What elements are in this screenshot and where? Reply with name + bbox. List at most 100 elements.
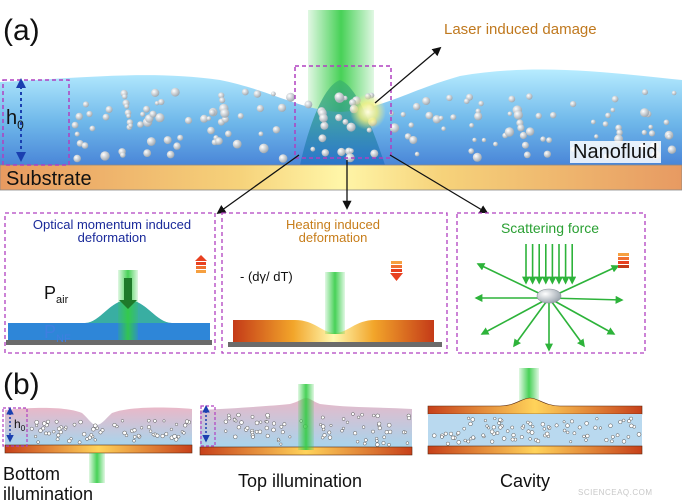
focus-dashed-box [294, 65, 392, 159]
nanoparticle [318, 134, 327, 143]
laser-pointer [374, 46, 442, 104]
h0-label-b: h0 [14, 417, 26, 433]
nanoparticle [387, 442, 391, 447]
nanoparticle [526, 93, 533, 100]
nanoparticle [319, 113, 328, 123]
nanoparticle [86, 110, 93, 118]
nanoparticle [489, 429, 495, 434]
nanoparticle [622, 418, 626, 423]
nanoparticle [616, 129, 623, 136]
nanoparticle [74, 131, 80, 137]
scattering-heat-indicator [618, 253, 629, 268]
nanoparticle [540, 422, 545, 427]
nanoparticle [375, 413, 380, 418]
nanoparticle [535, 112, 542, 119]
nanoparticle [615, 433, 620, 438]
nanoparticle [128, 123, 133, 128]
nanoparticle [264, 425, 269, 431]
nanoparticle [254, 429, 259, 434]
nanoparticle [528, 437, 532, 441]
nanoparticle [346, 122, 356, 132]
nanoparticle [337, 147, 346, 157]
heating-fluid [233, 320, 434, 342]
nanoparticle [462, 426, 466, 431]
heating-beam [325, 272, 345, 334]
damage-glow [350, 94, 386, 130]
nanoparticle [425, 111, 434, 120]
nanoparticle [493, 141, 498, 147]
nanoparticle [279, 442, 283, 446]
optical-heat-indicator [195, 255, 207, 273]
nanoparticle [219, 97, 226, 104]
nanoparticle [467, 416, 471, 420]
nanoparticle [98, 430, 103, 435]
nanoparticle [536, 439, 541, 444]
nanoparticle [93, 423, 98, 428]
panel-b [2, 368, 643, 483]
nanoparticle [100, 151, 110, 161]
nanoparticle [223, 419, 228, 424]
nanoparticle [257, 429, 263, 434]
nanoparticle [621, 439, 627, 444]
nanoparticle [409, 136, 418, 144]
nanoparticle [259, 143, 269, 154]
nanofluid-label: Nanofluid [570, 141, 661, 163]
nanoparticle [146, 425, 152, 430]
nanoparticle [233, 434, 238, 439]
nanoparticle [375, 439, 379, 443]
nanoparticle [38, 428, 43, 433]
nanoparticle [56, 433, 61, 438]
nanoparticle [593, 425, 598, 430]
nanoparticle [82, 101, 89, 108]
nanoparticle [89, 125, 96, 132]
scattered-ray [548, 265, 620, 299]
nanoparticle [345, 420, 350, 424]
h0-label: h0 [6, 107, 24, 132]
nanoparticle [72, 422, 77, 427]
nanoparticle [153, 419, 157, 423]
nanoparticle [546, 434, 550, 438]
nanoparticle [154, 101, 160, 106]
nanoparticle [271, 91, 276, 97]
nanoparticle [371, 429, 375, 434]
nanoparticle [610, 107, 616, 113]
nanoparticle [342, 119, 349, 125]
nanoparticle [377, 421, 382, 426]
nanoparticle [279, 424, 284, 429]
nanoparticle [370, 149, 379, 158]
scattering-outgoing-rays [474, 263, 624, 352]
nanoparticle [227, 416, 232, 421]
nanoparticle [91, 427, 96, 432]
nanoparticle [310, 146, 316, 152]
nanoparticle [615, 124, 622, 132]
nanoparticle [250, 415, 255, 419]
nanoparticle [469, 123, 474, 128]
nanoparticle [546, 137, 552, 144]
nanoparticle [321, 427, 326, 432]
nanoparticle [440, 435, 444, 439]
panel-b-tag: (b) [3, 368, 40, 401]
surface-tension-formula: - (dγ/ dT) [240, 269, 293, 284]
nanoparticle [122, 430, 127, 436]
nanoparticle [327, 430, 332, 435]
nanoparticle [389, 123, 400, 133]
nanoparticle [342, 426, 345, 430]
nanoparticle [381, 441, 386, 446]
nanoparticle [487, 426, 491, 430]
nanoparticle [57, 426, 62, 431]
nanoparticle [565, 423, 570, 428]
nanoparticle [288, 435, 292, 439]
nanoparticle [445, 441, 450, 446]
nanoparticle [200, 114, 209, 123]
nanoparticle [234, 419, 238, 423]
nanoparticle [507, 111, 513, 117]
nanoparticle [508, 95, 516, 103]
nanoparticle [471, 435, 476, 440]
nanoparticle [412, 102, 421, 111]
nanoparticle [341, 417, 346, 421]
nanoparticle [357, 415, 361, 419]
nanoparticle [146, 137, 156, 146]
nanoparticle [513, 110, 523, 120]
nanoparticle [47, 431, 51, 436]
nanoparticle [143, 149, 152, 158]
